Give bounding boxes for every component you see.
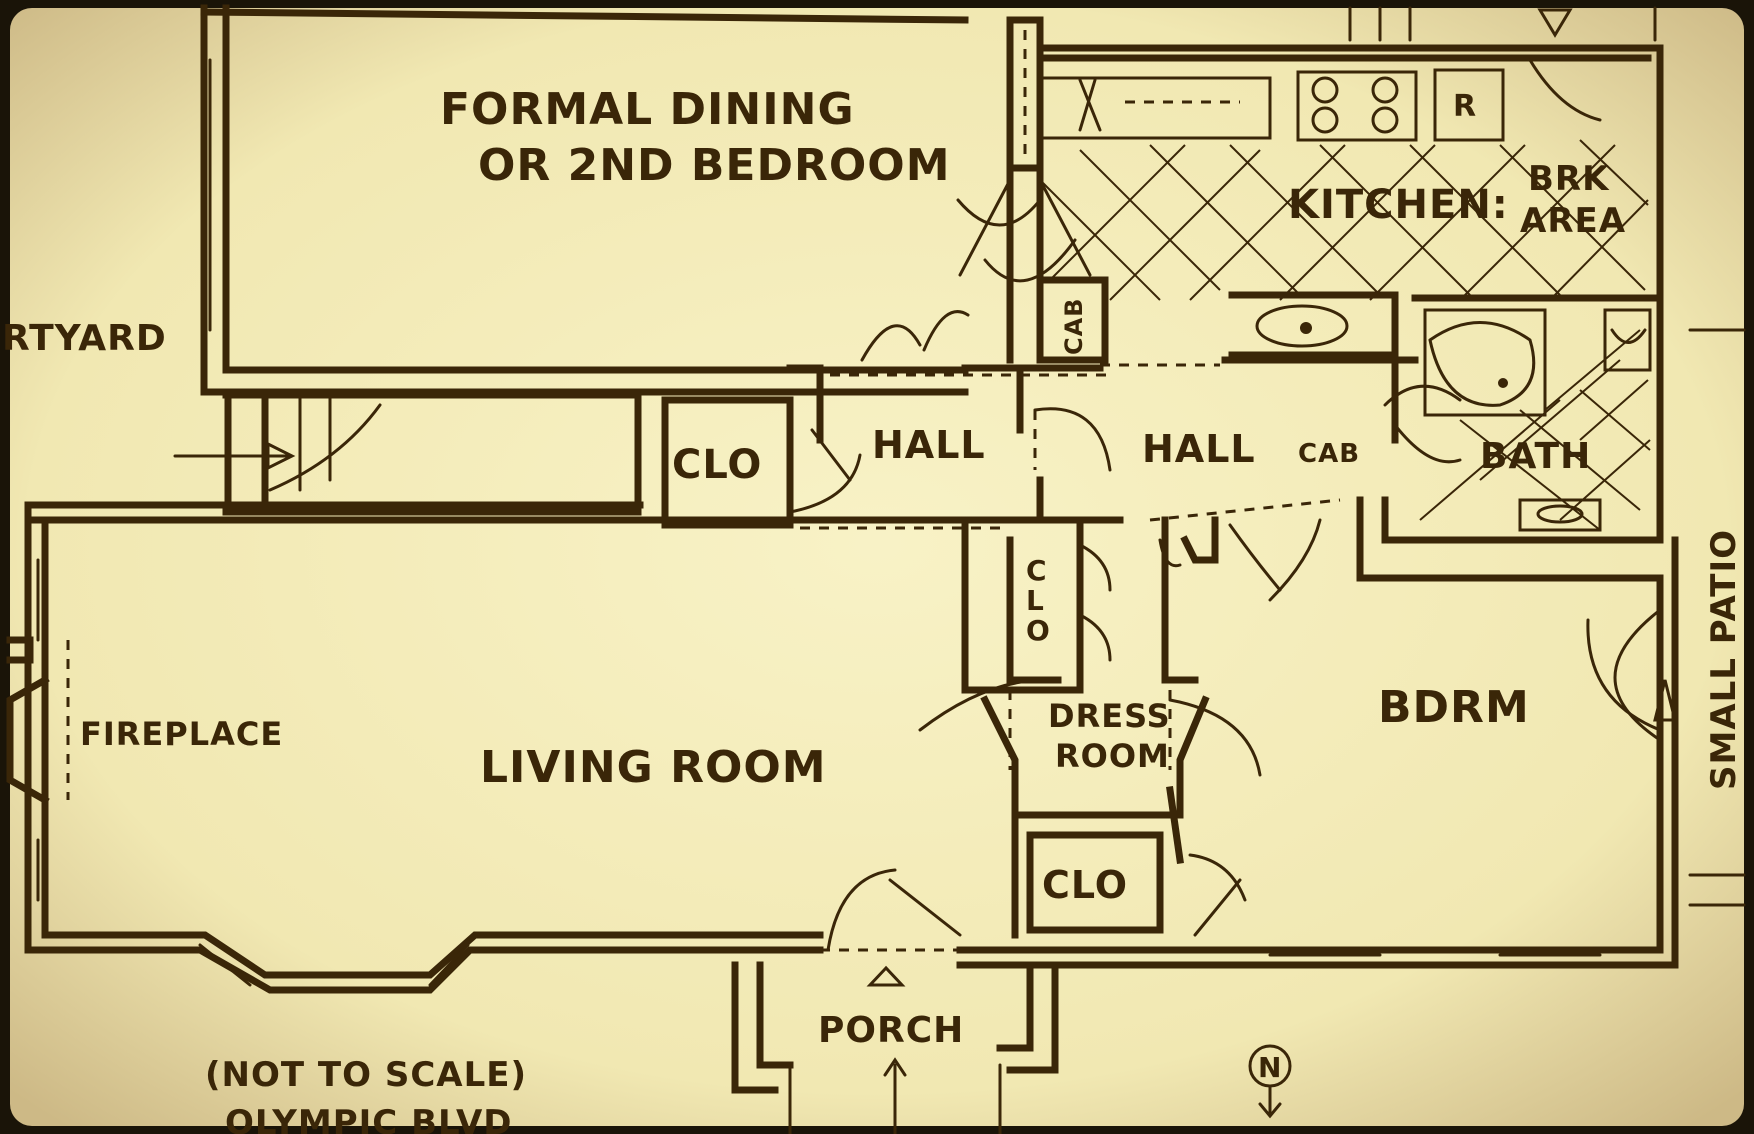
dress-room-label-line2: ROOM — [1055, 737, 1170, 775]
top-arrow-icon — [1537, 8, 1573, 38]
bedroom-label: BDRM — [1378, 682, 1530, 733]
paper-background — [10, 8, 1744, 1126]
dining-room-label: FORMAL DINING — [440, 84, 855, 135]
bottom-closet-label: CLO — [1042, 863, 1128, 907]
kitchen: R KITCHEN: BRK AREA — [1036, 44, 1664, 364]
hall-right-label: HALL — [1142, 427, 1256, 471]
courtyard-passage: RTYARD — [2, 318, 642, 516]
formal-dining-room: FORMAL DINING OR 2ND BEDROOM — [200, 4, 969, 396]
top-edge-marks — [1348, 6, 1657, 42]
dining-room-label-line2: OR 2ND BEDROOM — [478, 140, 950, 191]
patio-edge-lines — [1688, 328, 1746, 907]
hall-cab-label: CAB — [1298, 439, 1360, 469]
porch-label: PORCH — [818, 1010, 964, 1051]
area-label: AREA — [1520, 201, 1626, 241]
dress-room-label: DRESS — [1048, 697, 1171, 735]
street-label: OLYMPIC BLVD — [225, 1103, 513, 1134]
bedroom: BDRM — [956, 496, 1679, 969]
bath-sink-icon — [1536, 504, 1584, 524]
porch: PORCH — [731, 961, 1059, 1134]
dressing-room: C L O DRESS ROOM CLO — [918, 516, 1322, 939]
entry-arrow-icon — [266, 441, 296, 471]
fridge-label: R — [1453, 89, 1477, 124]
courtyard-label: RTYARD — [2, 318, 167, 359]
clo-vertical-o: O — [1026, 614, 1051, 647]
kitchen-label: KITCHEN: — [1288, 182, 1509, 228]
north-arrow-icon: N — [1248, 1044, 1292, 1119]
stove-icon — [1296, 70, 1418, 142]
fireplace-label: FIREPLACE — [80, 715, 283, 753]
patio-door-arrow-icon — [1653, 679, 1677, 722]
small-patio-label: SMALL PATIO — [1704, 529, 1744, 790]
fireplace-icon — [6, 636, 70, 805]
bathtub-icon — [1428, 321, 1536, 407]
entry-triangle-icon — [866, 965, 906, 987]
hall-left-label: HALL — [872, 423, 986, 467]
central-cabinet: CAB — [956, 16, 1109, 364]
bath-label: BATH — [1480, 436, 1591, 477]
hall-closet: CLO — [661, 396, 862, 529]
kitchen-tile-hatch — [1039, 139, 1649, 301]
living-room: FIREPLACE LIVING ROOM — [6, 501, 969, 994]
cab-vertical-label: CAB — [1060, 298, 1088, 355]
bathroom: BATH — [1381, 294, 1664, 544]
hallway: HALL HALL CAB — [786, 310, 1360, 530]
toilet-icon — [1603, 308, 1652, 372]
north-label: N — [1258, 1051, 1282, 1084]
living-room-label: LIVING ROOM — [480, 742, 827, 793]
not-to-scale-note: (NOT TO SCALE) — [205, 1055, 527, 1095]
clo-vertical-c: C — [1026, 554, 1048, 587]
kitchen-sink-icon — [1255, 304, 1349, 348]
hall-closet-label: CLO — [672, 442, 762, 488]
brk-label: BRK — [1528, 159, 1610, 199]
refrigerator-icon — [1433, 68, 1505, 142]
clo-vertical-l: L — [1026, 584, 1045, 617]
